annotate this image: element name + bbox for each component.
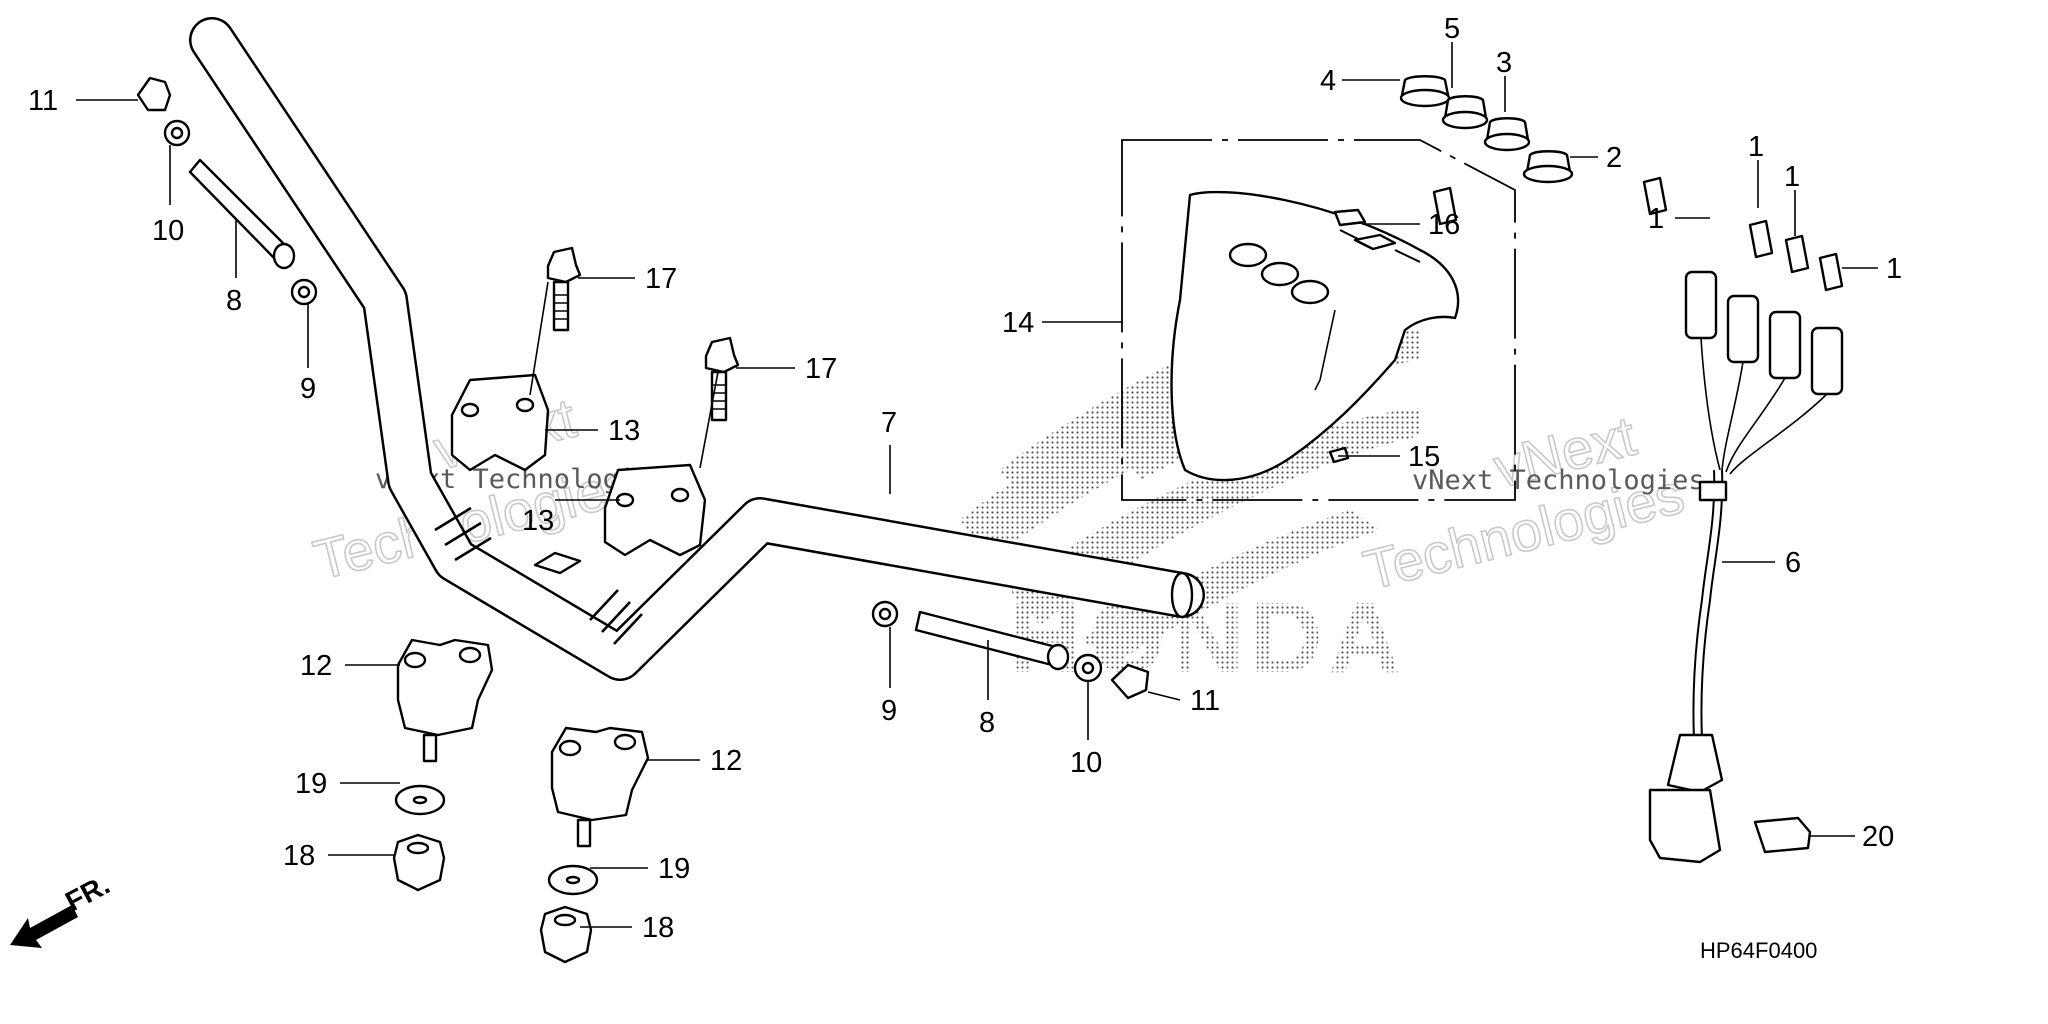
watermark-inline-right: vNext Technologies	[1412, 465, 1705, 496]
flange-nut-right	[539, 905, 593, 964]
callout-9-right: 9	[881, 695, 897, 727]
callout-19-left: 19	[295, 768, 327, 800]
callout-6: 6	[1785, 547, 1801, 579]
flange-bolt-left	[546, 246, 582, 332]
callout-8-left: 8	[226, 285, 242, 317]
callout-1d: 1	[1886, 253, 1902, 285]
callout-20: 20	[1862, 821, 1894, 853]
leader-lines	[76, 42, 1878, 928]
callout-13-left: 13	[608, 415, 640, 447]
callout-2: 2	[1606, 142, 1622, 174]
callout-8-right: 8	[979, 707, 995, 739]
callout-13-right: 13	[522, 505, 554, 537]
callout-1c: 1	[1784, 161, 1800, 193]
honda-brand-text: HONDA	[1010, 582, 1407, 694]
callout-1a: 1	[1648, 203, 1664, 235]
callout-16: 16	[1428, 209, 1460, 241]
flange-nut-left	[392, 833, 446, 892]
callout-1b: 1	[1748, 131, 1764, 163]
front-direction-arrow: FR.	[10, 869, 115, 948]
bulbs	[1432, 176, 1844, 292]
handlebar-cover-group	[1121, 139, 1516, 501]
callout-7: 7	[881, 407, 897, 439]
callout-18-left: 18	[283, 840, 315, 872]
callout-15: 15	[1408, 441, 1440, 473]
callout-18-right: 18	[642, 912, 674, 944]
wire-harness	[1648, 270, 1844, 864]
lower-holder-left	[396, 638, 494, 763]
callout-17-left: 17	[645, 263, 677, 295]
callout-4: 4	[1320, 65, 1336, 97]
grip-components-right	[871, 600, 1150, 700]
callout-10-left: 10	[152, 215, 184, 247]
upper-holder-left	[450, 373, 550, 472]
wire-clip	[1753, 816, 1812, 854]
callout-12-right: 12	[710, 745, 742, 777]
handlebar	[189, 17, 1205, 681]
callout-3: 3	[1496, 47, 1512, 79]
callout-9-left: 9	[300, 373, 316, 405]
upper-holder-right	[603, 463, 707, 557]
callout-11-right: 11	[1190, 685, 1220, 717]
grommets	[1399, 75, 1574, 184]
callout-5: 5	[1444, 13, 1460, 45]
callout-17-right: 17	[805, 353, 837, 385]
lower-holder-right	[550, 726, 650, 848]
callout-19-right: 19	[658, 853, 690, 885]
callout-12-left: 12	[300, 650, 332, 682]
callout-14: 14	[1002, 307, 1034, 339]
callout-11-left: 11	[28, 85, 58, 117]
diagram-code: HP64F0400	[1700, 938, 1817, 963]
grip-components-left	[136, 76, 318, 306]
callout-labels: 11 10 8 9 17 17 13 13 12 12 19 19 18 18 …	[28, 13, 1902, 944]
callout-10-right: 10	[1070, 747, 1102, 779]
